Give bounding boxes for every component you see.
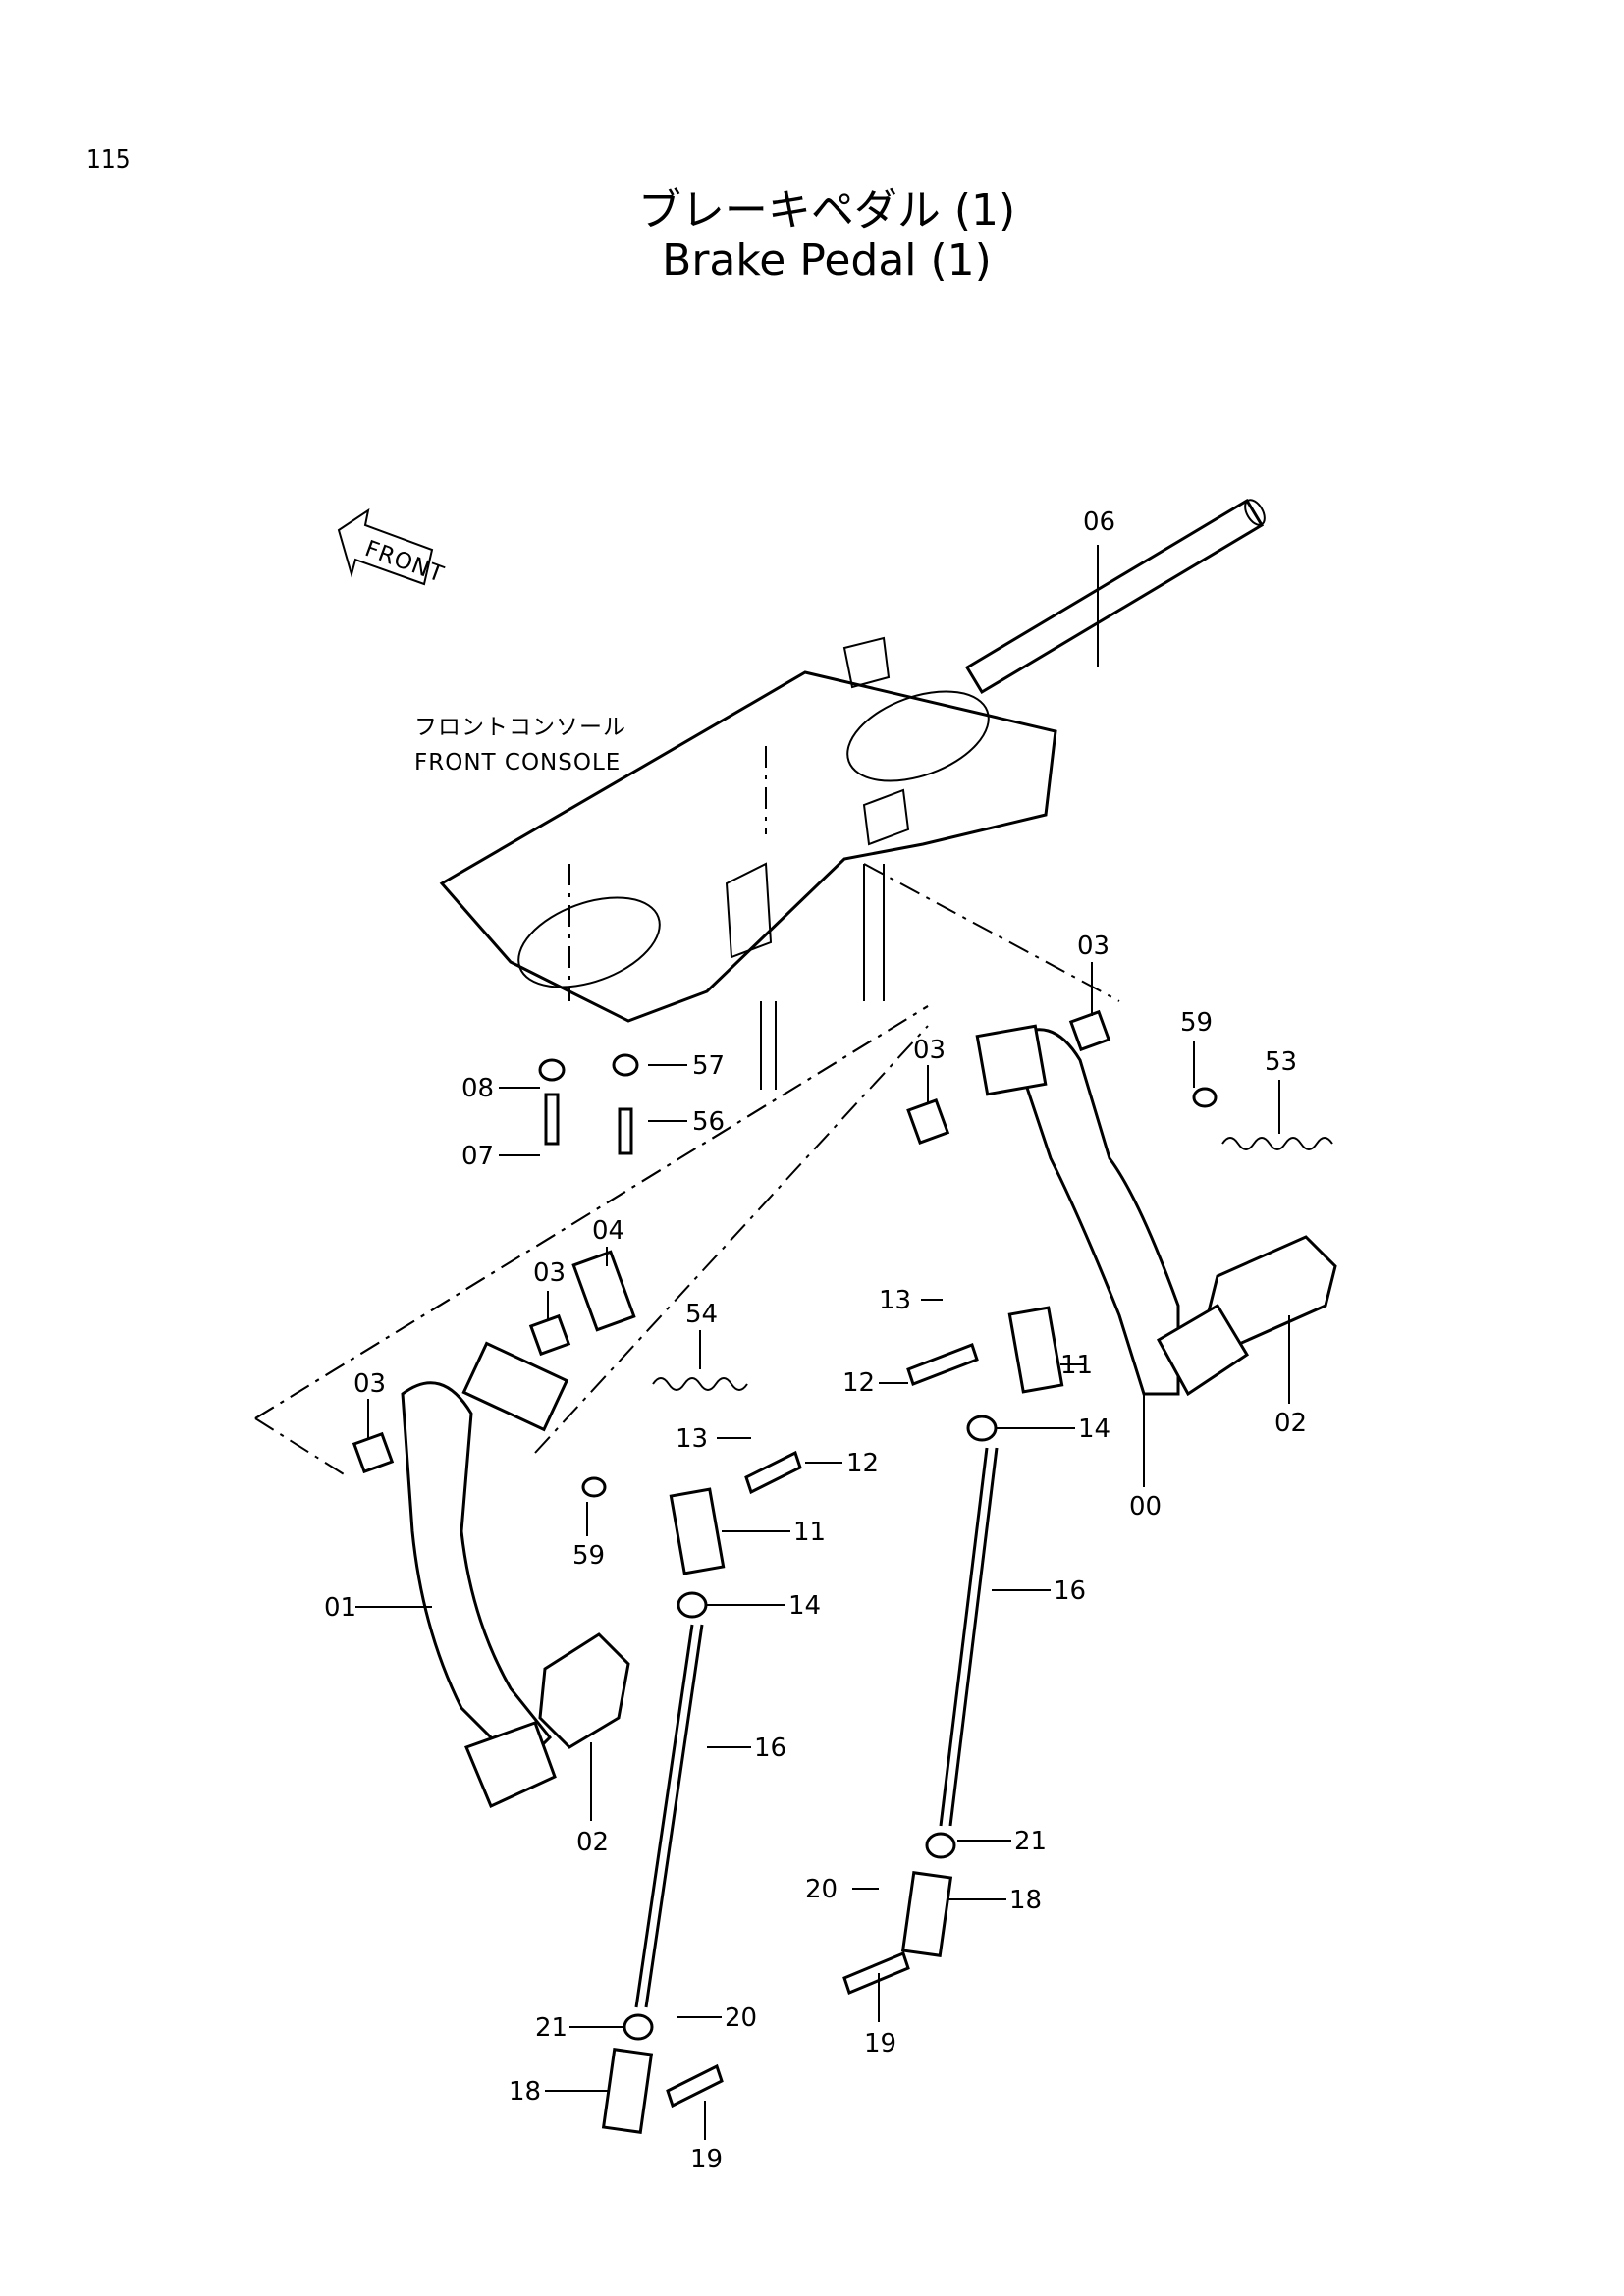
title-japanese: ブレーキペダル (1) — [637, 186, 1016, 236]
front-arrow-label: FRONT — [361, 536, 447, 588]
pedal-arm-00-drawing — [975, 1024, 1337, 1397]
callout-03: 03 — [353, 1369, 386, 1399]
callout-06: 06 — [1083, 507, 1115, 537]
axis-line — [863, 863, 1120, 1002]
front-arrow-icon: FRONT — [337, 507, 448, 588]
callout-11: 11 — [793, 1518, 826, 1547]
callout-07: 07 — [461, 1142, 494, 1171]
rod-16-left-drawing — [644, 1624, 704, 2008]
callout-12: 12 — [846, 1449, 879, 1478]
axis-line — [254, 1417, 350, 1478]
callout-59: 59 — [572, 1541, 605, 1571]
callouts: 06 03 59 53 03 57 08 56 07 04 03 54 03 1… — [324, 507, 1307, 2174]
callout-04: 04 — [592, 1216, 624, 1246]
leader-lines — [355, 545, 1290, 2140]
callout-18: 18 — [1009, 1886, 1042, 1915]
callout-03: 03 — [1077, 932, 1110, 961]
callout-57: 57 — [692, 1051, 725, 1081]
callout-56: 56 — [692, 1107, 725, 1137]
front-console-drawing — [439, 636, 1057, 1090]
callout-18: 18 — [509, 2077, 541, 2107]
callout-00: 00 — [1129, 1492, 1162, 1522]
callout-08: 08 — [461, 1074, 494, 1103]
shaft-06-drawing — [964, 498, 1266, 695]
callout-19: 19 — [864, 2029, 896, 2058]
callout-13: 13 — [879, 1286, 911, 1315]
rod-16-right-drawing — [948, 1447, 999, 1827]
console-label-en: FRONT CONSOLE — [414, 750, 621, 775]
title-english: Brake Pedal (1) — [662, 236, 992, 286]
pedal-arm-01-drawing — [401, 1341, 630, 1809]
callout-14: 14 — [1078, 1415, 1110, 1444]
axis-line — [254, 1005, 929, 1419]
callout-01: 01 — [324, 1593, 356, 1623]
callout-16: 16 — [1054, 1576, 1086, 1606]
callout-59: 59 — [1180, 1008, 1213, 1038]
rod-16-left-drawing — [634, 1624, 694, 2008]
callout-03: 03 — [533, 1258, 566, 1288]
small-parts-drawing — [352, 1009, 1333, 2134]
callout-03: 03 — [913, 1036, 946, 1065]
callout-12: 12 — [842, 1368, 875, 1398]
callout-13: 13 — [676, 1424, 708, 1454]
callout-20: 20 — [725, 2003, 757, 2033]
callout-14: 14 — [788, 1591, 821, 1621]
console-label-jp: フロントコンソール — [414, 715, 626, 740]
callout-53: 53 — [1265, 1047, 1297, 1077]
callout-11: 11 — [1060, 1351, 1093, 1380]
callout-19: 19 — [690, 2145, 723, 2174]
rod-16-right-drawing — [939, 1447, 989, 1827]
callout-02: 02 — [576, 1828, 609, 1857]
callout-21: 21 — [1014, 1827, 1047, 1856]
callout-54: 54 — [685, 1300, 718, 1329]
callout-20: 20 — [805, 1875, 838, 1904]
page-number: 115 — [86, 145, 131, 175]
callout-21: 21 — [535, 2013, 568, 2043]
callout-02: 02 — [1274, 1409, 1307, 1438]
callout-16: 16 — [754, 1734, 786, 1763]
axis-line — [534, 1025, 929, 1454]
